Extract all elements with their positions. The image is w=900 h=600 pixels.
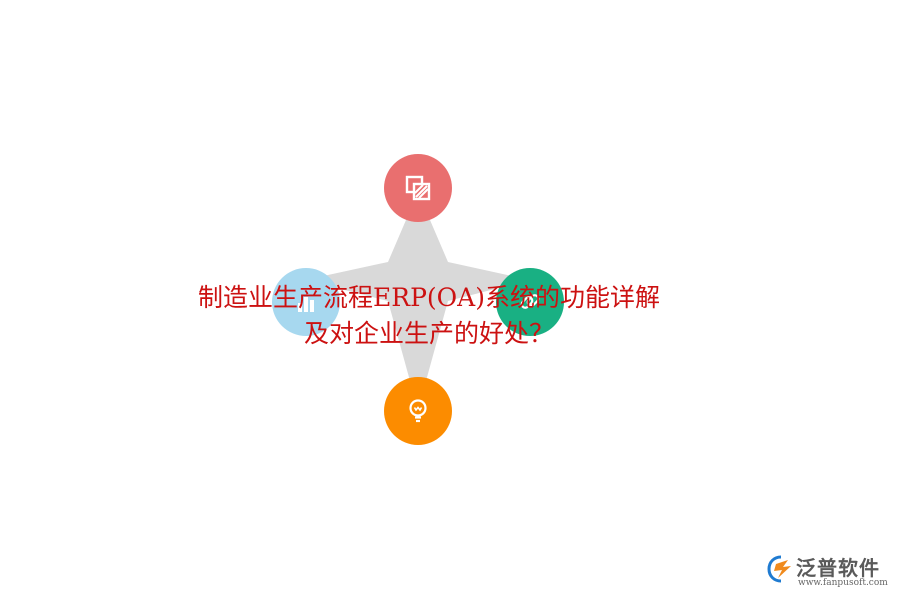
brand-logo[interactable]: 泛普软件 www.fanpusoft.com bbox=[766, 552, 892, 592]
node-bottom bbox=[384, 377, 452, 445]
title-line-1: 制造业生产流程ERP(OA)系统的功能详解 bbox=[198, 283, 660, 312]
node-left bbox=[272, 268, 340, 336]
layers-icon bbox=[405, 175, 431, 201]
star-shape bbox=[305, 192, 530, 410]
title-line-2: 及对企业生产的好处？ bbox=[303, 319, 554, 348]
node-top bbox=[384, 154, 452, 222]
node-right bbox=[496, 268, 564, 336]
link-icon bbox=[520, 294, 540, 309]
logo-url: www.fanpusoft.com bbox=[798, 578, 888, 588]
logo-brand-name: 泛普软件 bbox=[796, 556, 880, 580]
fanpu-logo-icon bbox=[767, 555, 791, 583]
page-title: 制造业生产流程ERP(OA)系统的功能详解 及对企业生产的好处？ bbox=[0, 280, 858, 352]
lightbulb-icon bbox=[409, 399, 427, 423]
bar-chart-icon bbox=[298, 297, 314, 312]
